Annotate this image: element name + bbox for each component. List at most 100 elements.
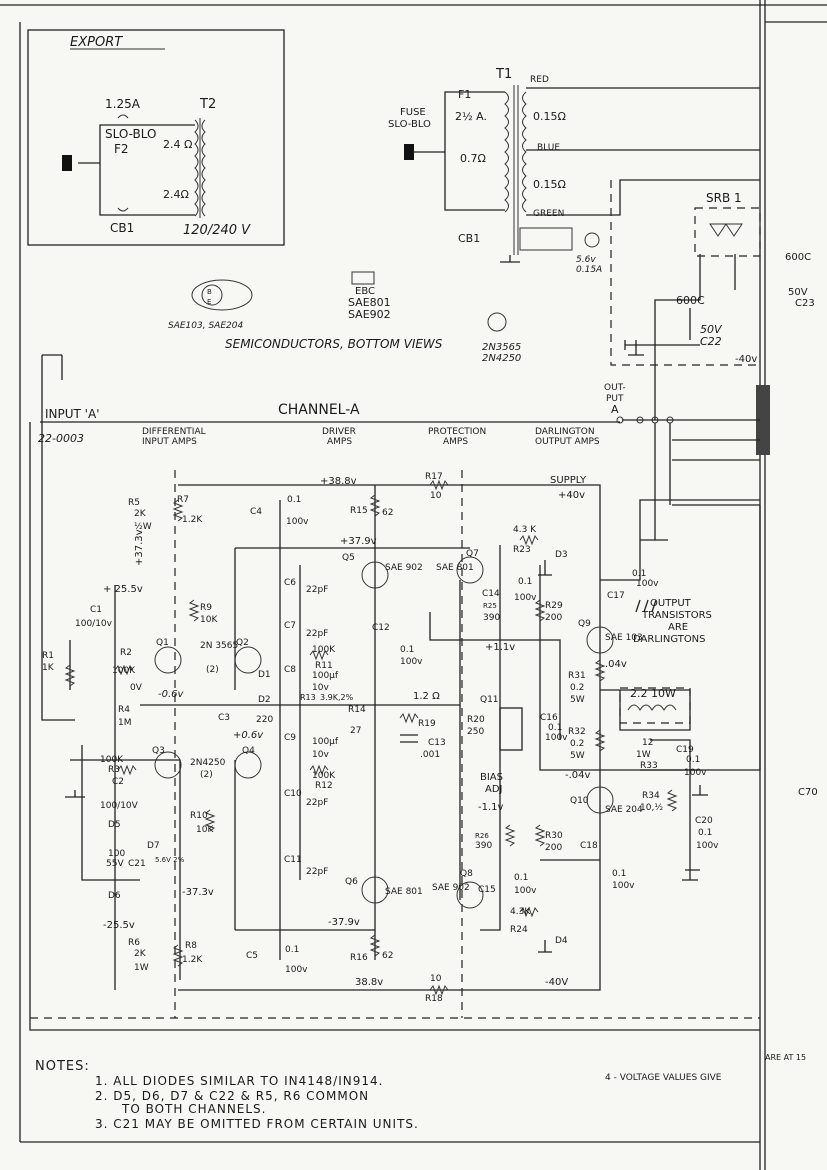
q5-type: SAE 902: [385, 563, 423, 573]
output-label-2: PUT: [606, 394, 624, 404]
f1-rating: 2½ A.: [455, 110, 487, 123]
channel-header: INPUT 'A' 22-0003 CHANNEL-A DIFFERENTIAL…: [38, 354, 620, 721]
r6-watts: 1W: [134, 963, 149, 973]
note-4: 4 - VOLTAGE VALUES GIVE: [605, 1073, 722, 1083]
v-neg-25-5: -25.5v: [103, 920, 135, 931]
c20-voltage: 100v: [696, 841, 719, 851]
v-neg-38-8: 38.8v: [355, 977, 383, 988]
c19-value: 0.1: [686, 755, 700, 765]
to3-labels: SAE103, SAE204: [168, 321, 243, 331]
r8-value: 1.2K: [182, 955, 203, 965]
v-neg-37-9: -37.9v: [328, 917, 360, 928]
r31-label: R31: [568, 671, 586, 681]
q8-type: SAE 902: [432, 883, 470, 893]
r15-label: R15: [350, 506, 368, 516]
bias-label-2: ADJ: [485, 784, 503, 795]
export-breaker: CB1: [110, 221, 134, 235]
lead-green: GREEN: [533, 209, 564, 219]
supply-neg: -40V: [545, 977, 568, 988]
c22-voltage: 50V: [700, 323, 723, 336]
q2-icon: [234, 646, 262, 674]
export-title: EXPORT: [70, 35, 123, 50]
c15-value: 0.1: [514, 873, 528, 883]
r18-label: R18: [425, 994, 443, 1004]
q1-label: Q1: [156, 638, 169, 648]
r2-label: R2: [120, 648, 132, 658]
binding-strip: [756, 385, 770, 455]
to126-type-2: SAE902: [348, 308, 391, 321]
secondary-res-2: 0.15Ω: [533, 178, 566, 191]
c12-value: 0.1: [400, 645, 414, 655]
note-2b: TO BOTH CHANNELS.: [121, 1102, 267, 1116]
r9-label: R9: [200, 603, 212, 613]
r20-value: 250: [467, 727, 484, 737]
r33-label: R33: [640, 761, 658, 771]
c19-voltage: 100v: [684, 768, 707, 778]
bias-label-1: BIAS: [480, 772, 503, 783]
export-voltage: 120/240 V: [183, 223, 251, 238]
supply-label: SUPPLY: [550, 475, 587, 486]
c5-voltage: 100v: [285, 965, 308, 975]
v-neg-1-1: -1.1v: [478, 802, 504, 813]
c12-label: C12: [372, 623, 390, 633]
c21-value: 100: [108, 849, 125, 859]
c13-plates: [400, 734, 418, 743]
r12-label: R12: [315, 781, 333, 791]
input-part-number: 22-0003: [38, 432, 84, 445]
out-note-3: ARE: [668, 622, 688, 633]
r11-value: 100K: [312, 645, 336, 655]
c18-value: 0.1: [612, 869, 626, 879]
d3-label: D3: [555, 550, 568, 560]
c17-label: C17: [607, 591, 625, 601]
c11-label: C11: [284, 855, 302, 865]
cb1-label: CB1: [458, 232, 480, 245]
section-driver-2: AMPS: [327, 437, 352, 447]
c14-label: C14: [482, 589, 500, 599]
q34-count: (2): [200, 770, 213, 780]
c8-label: C8: [284, 665, 296, 675]
right-c70: C70: [798, 787, 818, 798]
r10-value: 10K: [196, 825, 214, 835]
c20-label: C20: [695, 816, 713, 826]
r9-value: 10K: [200, 615, 218, 625]
lamp-current: 0.15A: [576, 265, 602, 275]
c18-label: C18: [580, 841, 598, 851]
c10-value: 22pF: [306, 798, 328, 808]
c15-label: C15: [478, 885, 496, 895]
c4-value: 0.1: [287, 495, 301, 505]
r30-value: 200: [545, 843, 562, 853]
lead-red: RED: [530, 75, 549, 85]
export-box: EXPORT 1.25A SLO-BLO F2 T2 2.4 Ω 2.4Ω CB…: [27, 29, 285, 246]
section-protection: PROTECTION: [428, 427, 486, 437]
c17-voltage: 100v: [636, 579, 659, 589]
q2-label: Q2: [236, 638, 249, 648]
c9-value: 100µf: [312, 737, 339, 747]
lamp-voltage: 5.6v: [576, 255, 596, 265]
r4-value: 1M: [118, 718, 132, 728]
r7-label: R7: [177, 495, 189, 505]
f1-label: F1: [458, 88, 471, 101]
r7-value: 1.2K: [182, 515, 203, 525]
section-darlington: DARLINGTON: [535, 427, 595, 437]
svg-text:B: B: [207, 288, 212, 296]
c1-value: 100/10v: [75, 619, 113, 629]
q4-label: Q4: [242, 746, 255, 756]
c4-label: C4: [250, 507, 262, 517]
coil-label: 2.2 10W: [630, 687, 676, 700]
export-fuse-ref: F2: [114, 142, 129, 156]
r29-label: R29: [545, 601, 563, 611]
export-plug-icon: [62, 155, 72, 171]
q6-label: Q6: [345, 877, 358, 887]
r15-value: 62: [382, 508, 393, 518]
q10-icon: [586, 786, 614, 814]
out-note-4: DARLINGTONS: [633, 634, 706, 645]
v-pos-37-9: +37.9v: [340, 536, 377, 547]
q10-type: SAE 204: [605, 805, 643, 815]
r31-value: 0.2: [570, 683, 584, 693]
r17-label: R17: [425, 472, 443, 482]
r19-label: R19: [418, 719, 436, 729]
input-label: INPUT 'A': [45, 407, 100, 421]
c16-label: C16: [540, 713, 558, 723]
